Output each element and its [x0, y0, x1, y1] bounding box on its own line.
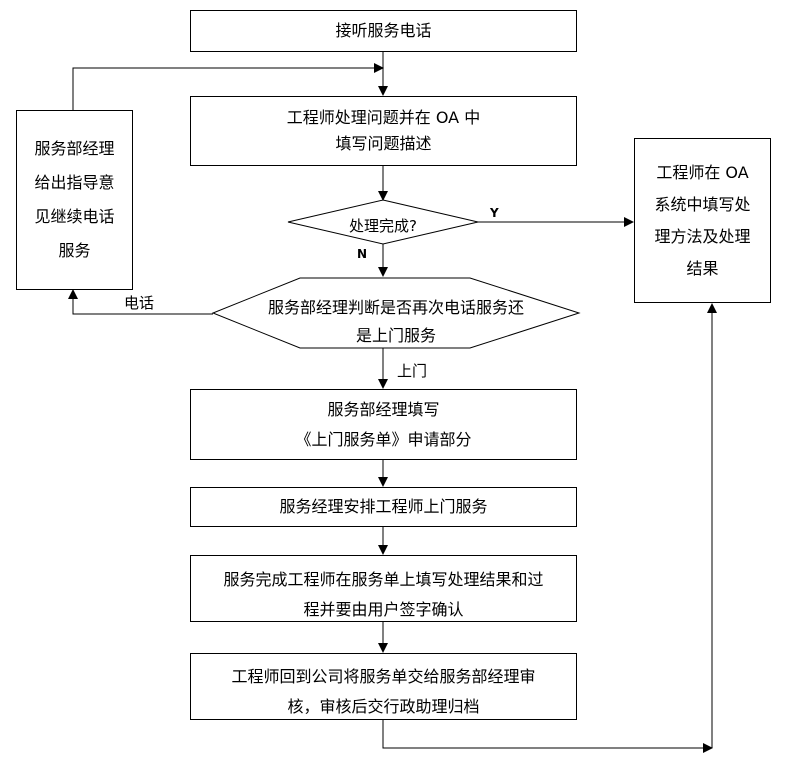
- node-manager-guide: 服务部经理 给出指导意 见继续电话 服务: [16, 110, 133, 290]
- edge-label-phone: 电话: [124, 294, 155, 312]
- node-fill-form-line1: 服务部经理填写: [327, 399, 440, 419]
- node-arrange-visit-text: 服务经理安排工程师上门服务: [279, 497, 488, 516]
- node-fill-form-line2: 《上门服务单》申请部分: [295, 429, 472, 449]
- manager-judge-line1: 服务部经理判断是否再次电话服务还: [267, 298, 524, 317]
- node-fill-oa-line1: 工程师在 OA: [656, 162, 749, 182]
- node-arrange-visit: 服务经理安排工程师上门服务: [190, 487, 577, 527]
- edge-label-onsite: 上门: [397, 362, 428, 380]
- node-manager-guide-line2: 给出指导意: [34, 173, 115, 192]
- edge-label-no: N: [357, 247, 368, 261]
- decision-diamond-shape: [287, 199, 479, 245]
- arrow-return-to-oa: [382, 720, 713, 753]
- node-fill-oa: 工程师在 OA 系统中填写处 理方法及处理 结果: [634, 138, 771, 303]
- decision-done-text: 处理完成?: [349, 217, 417, 235]
- node-complete-service-line2: 程并要由用户签字确认: [303, 600, 464, 619]
- manager-judge-text: 服务部经理判断是否再次电话服务还 是上门服务: [230, 294, 562, 350]
- node-fill-oa-line3: 理方法及处理: [654, 226, 751, 246]
- manager-judge-line2: 是上门服务: [355, 326, 436, 345]
- arrow-guide-loop-back: [72, 63, 384, 110]
- node-fill-form: 服务部经理填写 《上门服务单》申请部分: [190, 389, 577, 460]
- node-return-submit: 工程师回到公司将服务单交给服务部经理审 核，审核后交行政助理归档: [190, 653, 577, 720]
- node-fill-oa-line2: 系统中填写处: [654, 194, 751, 214]
- node-manager-guide-line4: 服务: [58, 241, 91, 260]
- node-manager-guide-line1: 服务部经理: [34, 139, 115, 158]
- node-complete-service-line1: 服务完成工程师在服务单上填写处理结果和过: [223, 570, 544, 589]
- edge-label-yes: Y: [490, 206, 499, 220]
- node-return-submit-line1: 工程师回到公司将服务单交给服务部经理审: [231, 667, 536, 686]
- node-return-submit-line2: 核，审核后交行政助理归档: [287, 697, 480, 716]
- node-engineer-handle-line1: 工程师处理问题并在 OA 中: [286, 108, 481, 127]
- node-answer-call: 接听服务电话: [190, 10, 577, 52]
- node-complete-service: 服务完成工程师在服务单上填写处理结果和过 程并要由用户签字确认: [190, 555, 577, 622]
- node-manager-guide-line3: 见继续电话: [34, 207, 115, 226]
- arrow-judge-phone: [68, 289, 213, 315]
- node-answer-call-text: 接听服务电话: [335, 21, 432, 40]
- judge-hexagon-shape: [211, 277, 581, 349]
- node-engineer-handle-line2: 填写问题描述: [335, 134, 432, 153]
- node-engineer-handle: 工程师处理问题并在 OA 中 填写问题描述: [190, 96, 577, 166]
- node-fill-oa-line4: 结果: [686, 258, 719, 278]
